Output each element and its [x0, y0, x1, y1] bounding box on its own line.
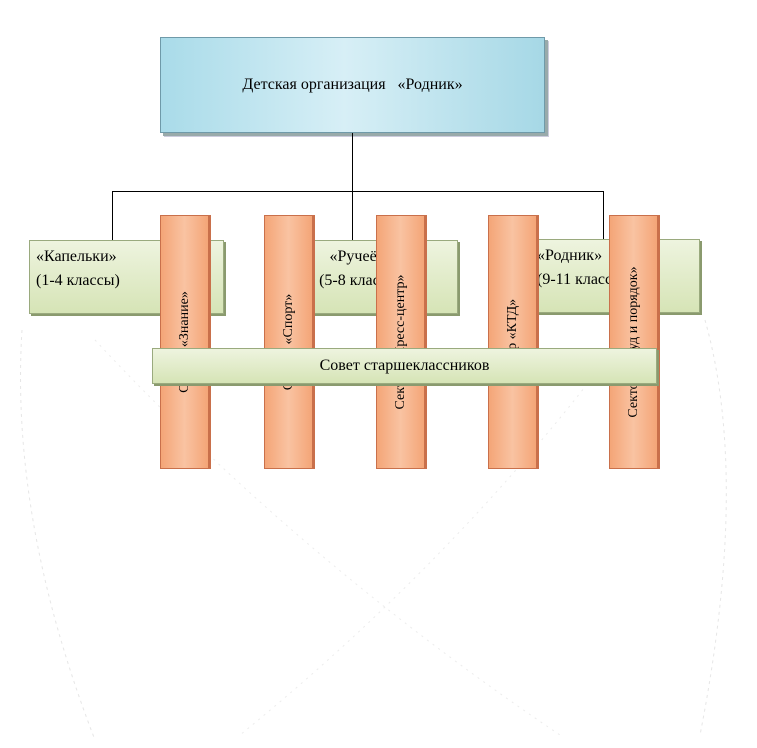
- group-name: «Родник»: [537, 247, 603, 264]
- group-name: «Капельки»: [36, 248, 117, 265]
- connector-drop-middle: [352, 191, 353, 240]
- connector-drop-left: [112, 191, 113, 240]
- group-grades: (1-4 классы): [36, 272, 120, 289]
- council-label: Совет старшеклассников: [319, 357, 490, 374]
- group-grades: (9-11 классы): [537, 271, 629, 288]
- connector-vertical-main: [352, 133, 353, 191]
- sector-ktd: Сектор «КТД»: [488, 215, 537, 469]
- sector-label: Сектор «Пресс-центр»: [392, 274, 408, 410]
- sector-press-center: Сектор «Пресс-центр»: [376, 215, 425, 469]
- connector-horizontal: [112, 191, 604, 192]
- sector-sport: Сектор «Спорт»: [264, 215, 313, 469]
- connector-drop-right: [603, 191, 604, 239]
- organization-title: Детская организация «Родник»: [242, 76, 463, 93]
- council-box: Совет старшеклассников: [152, 348, 657, 384]
- sector-znanie: Сектор «Знание»: [160, 215, 209, 469]
- sector-trud-i-poryadok: Сектор «Труд и порядок»: [609, 215, 658, 469]
- sector-label: Сектор «Труд и порядок»: [625, 266, 641, 418]
- organization-box: Детская организация «Родник»: [160, 37, 545, 133]
- group-box-rodnik: «Родник» (9-11 классы): [509, 239, 700, 313]
